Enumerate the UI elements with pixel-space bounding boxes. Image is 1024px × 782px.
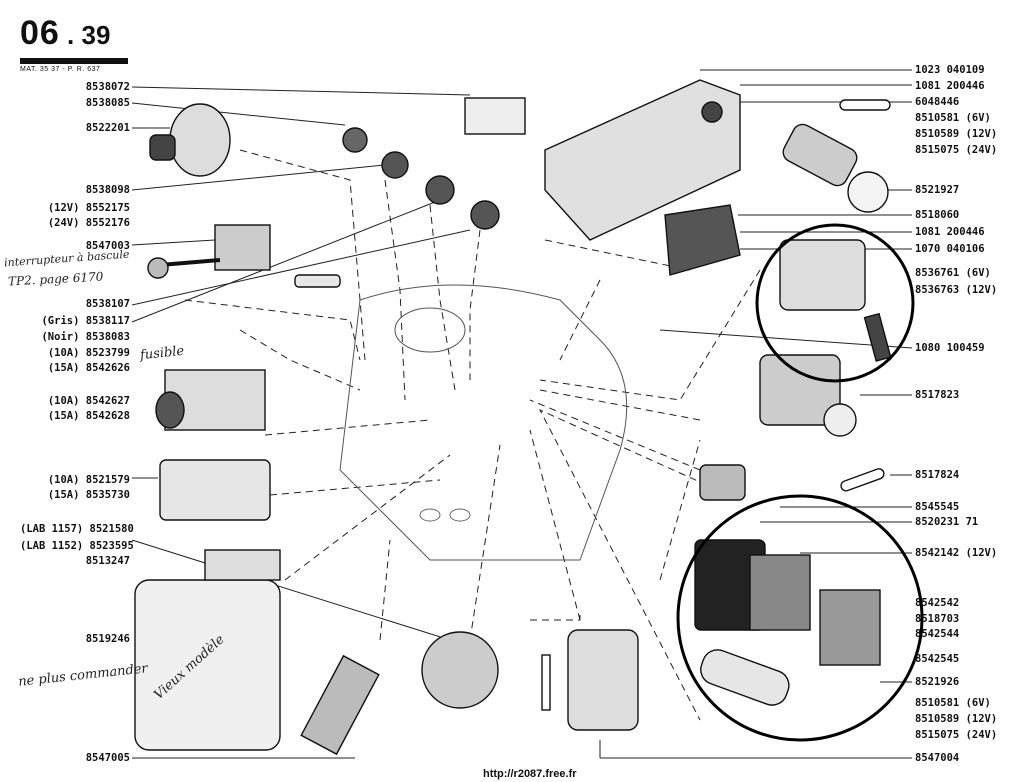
part-label: 8515075 (24V) — [915, 729, 998, 741]
part-label: (LAB 1152) 8523595 — [20, 540, 134, 552]
part-label: (15A) 8542626 — [47, 362, 130, 374]
part-label: 8513247 — [85, 555, 130, 567]
part-label: 8517823 — [915, 389, 960, 401]
mat-reference: MAT. 35 37 - P. R. 637 — [20, 66, 101, 73]
part-label: 8536763 (12V) — [915, 284, 998, 296]
header-rule — [20, 58, 128, 64]
part-label: 8547003 — [85, 240, 130, 252]
part-label: (24V) 8552176 — [47, 217, 130, 229]
part-label: 8510581 (6V) — [915, 697, 991, 709]
part-label: 1080 100459 — [915, 342, 985, 354]
part-label: 8545545 — [915, 501, 960, 513]
part-label: (12V) 8552175 — [47, 202, 130, 214]
part-label: 8510581 (6V) — [915, 112, 991, 124]
footer-url[interactable]: http://r2087.free.fr — [483, 768, 577, 780]
part-label: (Gris) 8538117 — [41, 315, 130, 327]
part-label: 8542544 — [915, 628, 960, 640]
part-label: 8510589 (12V) — [915, 713, 998, 725]
part-label: 8520231 71 — [915, 516, 979, 528]
part-label: 8538085 — [85, 97, 130, 109]
part-label: 8547005 — [85, 752, 130, 764]
part-label: 8521927 — [915, 184, 960, 196]
part-label: 8515075 (24V) — [915, 144, 998, 156]
part-label: (15A) 8535730 — [47, 489, 130, 501]
part-label: 8538098 — [85, 184, 130, 196]
part-label: 8542542 — [915, 597, 960, 609]
part-label: 6048446 — [915, 96, 960, 108]
part-label: (10A) 8523799 — [47, 347, 130, 359]
part-label: 1081 200446 — [915, 80, 985, 92]
part-label: 8538072 — [85, 81, 130, 93]
part-label: (10A) 8542627 — [47, 395, 130, 407]
part-label: 8518703 — [915, 613, 960, 625]
part-label: 1070 040106 — [915, 243, 985, 255]
part-label: 8510589 (12V) — [915, 128, 998, 140]
part-label: 8521926 — [915, 676, 960, 688]
part-label: 1023 040109 — [915, 64, 985, 76]
part-label: 8536761 (6V) — [915, 267, 991, 279]
part-label: 8538107 — [85, 298, 130, 310]
part-label: (LAB 1157) 8521580 — [20, 523, 134, 535]
part-label: 8518060 — [915, 209, 960, 221]
part-label: 1081 200446 — [915, 226, 985, 238]
part-label: 8517824 — [915, 469, 960, 481]
part-label: 8547004 — [915, 752, 960, 764]
part-label: (10A) 8521579 — [47, 474, 130, 486]
part-label: (15A) 8542628 — [47, 410, 130, 422]
part-label: (Noir) 8538083 — [41, 331, 130, 343]
part-label: 8519246 — [85, 633, 130, 645]
part-label: 8542142 (12V) — [915, 547, 998, 559]
page-number: 06 . 39 — [20, 14, 111, 52]
part-label: 8542545 — [915, 653, 960, 665]
part-label: 8522201 — [85, 122, 130, 134]
